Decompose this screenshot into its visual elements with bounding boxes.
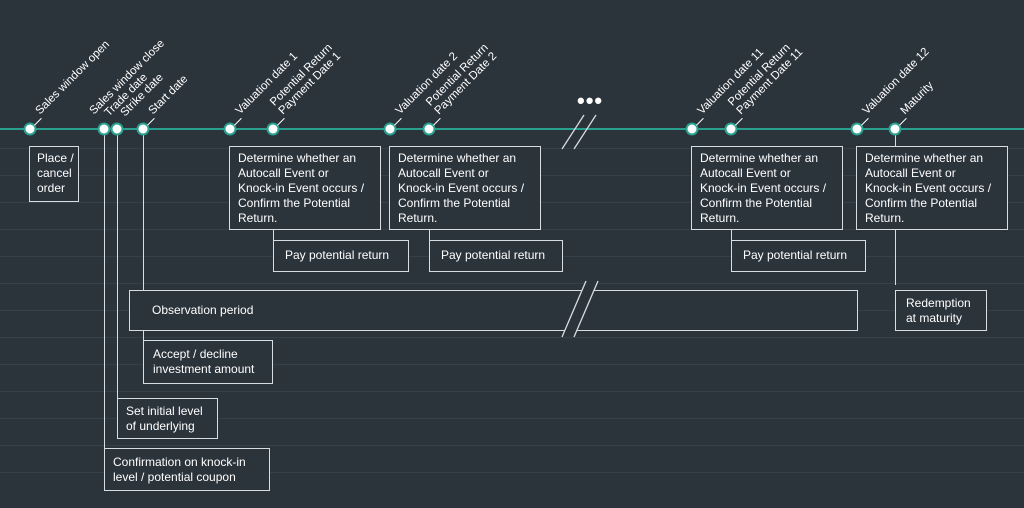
milestone-label-maturity: Maturity [898,79,936,117]
milestone-node-strike-date [110,122,124,136]
connector-line [429,230,430,240]
pay-potential-return-box-2: Pay potential return [429,240,563,272]
determine-event-box-12: Determine whether an Autocall Event or K… [856,146,1008,230]
label-tick [696,117,704,126]
connector-line [273,230,274,240]
label-tick [433,117,441,126]
pay-potential-return-box-1: Pay potential return [273,240,409,272]
milestone-node-valuation-date-2 [383,122,397,136]
label-tick [394,117,402,126]
determine-event-box-2: Determine whether an Autocall Event or K… [389,146,541,230]
grid-line [0,283,1024,284]
milestone-label-valuation-date-12: Valuation date 12 [860,45,932,117]
set-initial-level-box: Set initial level of underlying [117,398,218,439]
determine-event-box-11: Determine whether an Autocall Event or K… [691,146,843,230]
connector-line [117,130,118,398]
determine-event-box-1: Determine whether an Autocall Event or K… [229,146,381,230]
connector-line [731,230,732,240]
connector-line [143,130,144,340]
label-tick [735,117,743,126]
milestone-node-maturity [888,122,902,136]
observation-period-box: Observation period [129,290,858,331]
grid-line [0,418,1024,419]
accept-decline-box: Accept / decline investment amount [143,340,273,384]
connector-line [104,130,105,448]
grid-line [0,445,1024,446]
label-tick [899,117,907,126]
place-cancel-order-box: Place / cancel order [29,146,79,202]
milestone-node-payment-date-11 [724,122,738,136]
milestone-node-valuation-date-11 [685,122,699,136]
timeline-axis [0,128,1024,130]
label-tick [34,117,42,126]
milestone-node-sales-window-close [97,122,111,136]
grid-line [0,337,1024,338]
milestone-node-payment-date-1 [266,122,280,136]
milestone-node-start-date [136,122,150,136]
observation-break-icon [561,280,599,338]
milestone-node-payment-date-2 [422,122,436,136]
grid-line [0,472,1024,473]
label-tick [861,117,869,126]
grid-line [0,364,1024,365]
label-tick [277,117,285,126]
redemption-at-maturity-box: Redemption at maturity [895,290,987,331]
milestone-node-valuation-date-12 [850,122,864,136]
milestone-node-valuation-date-1 [223,122,237,136]
label-tick [147,117,155,126]
milestone-node-sales-window-open [23,122,37,136]
pay-potential-return-box-11: Pay potential return [731,240,866,272]
timeline-break-icon [561,114,597,150]
grid-line [0,391,1024,392]
label-tick [234,117,242,126]
confirmation-knock-in-box: Confirmation on knock-in level / potenti… [104,448,270,491]
ellipsis-icon: ••• [577,88,604,113]
